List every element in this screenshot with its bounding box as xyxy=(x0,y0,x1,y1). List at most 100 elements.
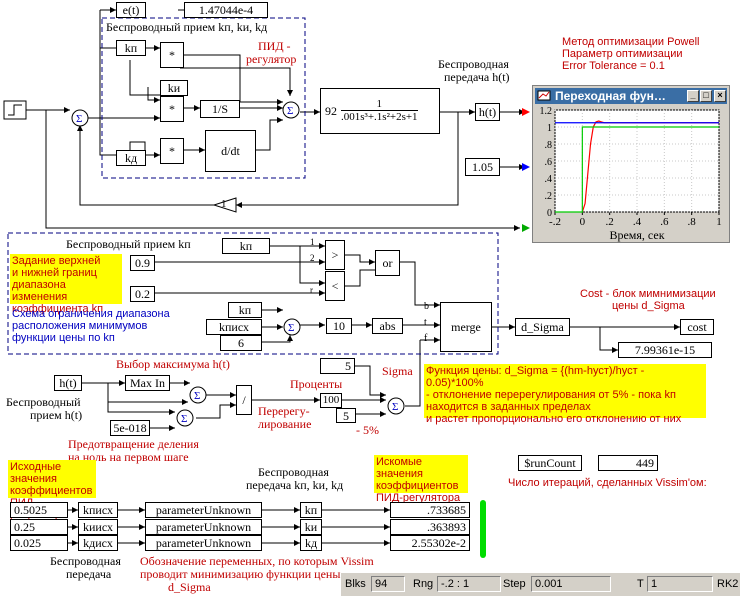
constant-five-2[interactable]: 5 xyxy=(336,408,356,423)
abs-block[interactable]: abs xyxy=(372,318,403,334)
kp-transmitter[interactable]: kп xyxy=(300,502,322,518)
divide-block[interactable]: / xyxy=(236,385,252,415)
y-tick-label: .6 xyxy=(545,157,553,168)
close-icon[interactable]: × xyxy=(714,90,726,102)
kd-transmitter[interactable]: kд xyxy=(300,535,322,551)
svg-text:Σ: Σ xyxy=(392,401,398,413)
derivative-block[interactable]: d/dt xyxy=(205,130,256,172)
ki-transmitter[interactable]: kи xyxy=(300,519,322,535)
plot-titlebar[interactable]: Переходная фун… _ □ × xyxy=(535,88,727,104)
merge-block[interactable]: merge xyxy=(440,302,492,352)
merge-port-f: f xyxy=(424,333,428,344)
limits-note-2: и нижней границ xyxy=(12,267,97,279)
series-line-1 xyxy=(555,126,719,213)
init-kd-transmitter[interactable]: kдисх xyxy=(78,535,118,551)
maximize-icon[interactable]: □ xyxy=(700,90,712,102)
plant-transfer-function[interactable]: 92 1 .001s³+.1s²+2s+1 xyxy=(320,88,440,134)
status-rng-label: Rng xyxy=(413,578,434,590)
schema-note-1: Схема ограничения диапазона xyxy=(12,308,170,320)
init-ki-value[interactable]: 0.25 xyxy=(10,519,68,535)
y-tick-label: 1 xyxy=(547,123,552,134)
svg-text:Σ: Σ xyxy=(194,390,200,402)
limits-kp-receiver[interactable]: kп xyxy=(222,238,270,254)
init-ki-transmitter[interactable]: kиисх xyxy=(78,519,118,535)
func-line-2: - отклонение перерегулирования от 5% - п… xyxy=(426,389,676,401)
svg-text:Σ: Σ xyxy=(287,105,293,117)
plant-tx-1: Беспроводная xyxy=(438,57,509,71)
x-axis-label: Время, сек xyxy=(609,228,664,242)
plant-tx-2: передача h(t) xyxy=(444,70,510,84)
cost-caption-2: цены d_Sigma xyxy=(612,300,685,312)
x-tick-label: -.2 xyxy=(549,216,561,228)
init-kd-value[interactable]: 0.025 xyxy=(10,535,68,551)
plot-title-text: Переходная фун… xyxy=(555,89,666,103)
init-kp-value[interactable]: 0.5025 xyxy=(10,502,68,518)
upper-limit[interactable]: 0.9 xyxy=(130,255,155,271)
constant-five[interactable]: 5 xyxy=(320,358,355,374)
epsilon-constant[interactable]: 5e-018 xyxy=(110,420,150,436)
integrator-block[interactable]: 1/S xyxy=(200,100,240,118)
less-comparator[interactable]: < xyxy=(325,271,345,301)
port-1: 1 xyxy=(310,237,315,247)
plant-numerator: 1 xyxy=(376,98,383,110)
ht-receiver[interactable]: h(t) xyxy=(54,375,82,391)
method-line-3: Error Tolerance = 0.1 xyxy=(562,60,665,72)
cost-block[interactable]: cost xyxy=(680,319,714,335)
overshoot-caption-1: Перерегу- xyxy=(258,404,310,418)
ht-transmitter[interactable]: h(t) xyxy=(475,103,500,121)
func-line-3: находится в заданных пределах xyxy=(426,401,591,413)
lower-limit[interactable]: 0.2 xyxy=(130,286,155,302)
status-t-label: T xyxy=(637,578,644,590)
runcount-variable[interactable]: $runCount xyxy=(518,455,582,471)
et-label[interactable]: e(t) xyxy=(116,2,146,18)
kp-initial-receiver[interactable]: kписх xyxy=(206,319,262,335)
dsigma-transmitter[interactable]: d_Sigma xyxy=(515,318,570,336)
gain-hundred[interactable]: 100 xyxy=(320,393,342,408)
kp-receiver-2[interactable]: kп xyxy=(228,302,262,318)
or-block[interactable]: or xyxy=(375,250,400,276)
cost-caption-1: Cost - блок мимнимизации xyxy=(580,288,716,300)
svg-text:Σ: Σ xyxy=(76,113,82,125)
init-line-2: коэффициентов xyxy=(10,485,93,497)
status-step-label: Step xyxy=(503,578,526,590)
constant-six[interactable]: 6 xyxy=(220,335,262,351)
multiplier-i[interactable]: * xyxy=(160,96,184,122)
minimize-icon[interactable]: _ xyxy=(687,90,699,102)
kp-receiver[interactable]: kп xyxy=(116,40,146,56)
param-unknown-kd[interactable]: parameterUnknown xyxy=(145,535,262,551)
port-r: r xyxy=(310,285,313,295)
multiplier-d[interactable]: * xyxy=(160,138,184,164)
status-t-value: 1 xyxy=(647,576,713,592)
x-tick-label: 1 xyxy=(716,216,722,228)
runcount-display: 449 xyxy=(598,455,658,471)
ht-rx-2: прием h(t) xyxy=(30,408,83,422)
x-tick-label: .6 xyxy=(660,216,669,228)
y-tick-label: 1.2 xyxy=(540,106,553,117)
reference-value[interactable]: 1.05 xyxy=(465,158,500,176)
greater-comparator[interactable]: > xyxy=(325,240,345,270)
bottom-tx-2: передача xyxy=(66,567,112,581)
param-unknown-ki[interactable]: parameterUnknown xyxy=(145,519,262,535)
init-kp-transmitter[interactable]: kписх xyxy=(78,502,118,518)
kd-receiver[interactable]: kд xyxy=(116,150,146,166)
schema-note-2: расположения минимумов xyxy=(12,320,148,332)
plot-window-icon xyxy=(537,88,551,102)
et-display: 1.47044e-4 xyxy=(184,2,268,18)
multiplier-p[interactable]: * xyxy=(160,42,184,68)
method-line-2: Параметр оптимизации xyxy=(562,48,683,60)
note-line-3: d_Sigma xyxy=(168,580,211,594)
params-tx-1: Беспроводная xyxy=(258,465,329,479)
ki-receiver[interactable]: kи xyxy=(160,80,188,96)
gain-ten[interactable]: 10 xyxy=(326,318,352,334)
note-line-1: Обозначение переменных, по которым Vissi… xyxy=(140,554,374,568)
limits-note-1: Задание верхней xyxy=(12,255,101,267)
limits-note-4: коэффициента kп xyxy=(12,303,104,315)
y-tick-label: 0 xyxy=(547,208,552,219)
param-unknown-kp[interactable]: parameterUnknown xyxy=(145,502,262,518)
plant-gain: 92 xyxy=(325,104,337,118)
overshoot-caption-2: лирование xyxy=(258,417,312,431)
maxin-block[interactable]: Max In xyxy=(125,375,170,391)
found-values-note: Искомые значения коэффициентов ПИД-регул… xyxy=(374,455,468,504)
